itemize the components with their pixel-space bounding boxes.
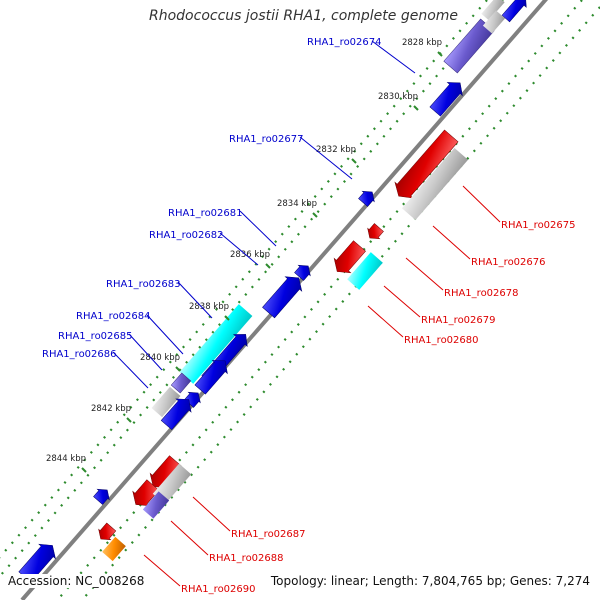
gene-label-left[interactable]: RHA1_ro02684	[76, 311, 151, 322]
feature-ro02683[interactable]	[179, 304, 253, 384]
feature-ro02688[interactable]	[142, 491, 170, 519]
gene-label-right[interactable]: RHA1_ro02688	[209, 553, 284, 564]
scale-ticks: 2828 kbp 2830 kbp 2832 kbp 2834 kbp 2836 kbp…	[46, 38, 443, 473]
feature-lower-2846-red[interactable]	[95, 522, 118, 545]
scale-tick-label: 2842 kbp	[91, 404, 131, 414]
scale-tick-label: 2836 kbp	[230, 250, 270, 260]
topology-summary: Topology: linear; Length: 7,804,765 bp; …	[270, 574, 590, 588]
gene-label-left[interactable]: RHA1_ro02677	[229, 134, 304, 145]
scale-tick-mark	[224, 315, 230, 321]
gene-label-right[interactable]: RHA1_ro02690	[181, 584, 256, 595]
feature-ro02678-small[interactable]	[364, 222, 385, 243]
leader-line-right	[462, 185, 501, 223]
gene-label-left[interactable]: RHA1_ro02674	[307, 37, 382, 48]
feature-lower-2844-red-b[interactable]	[128, 478, 162, 512]
feature-upper-top-blue[interactable]	[500, 0, 532, 24]
inner-dotted-track-left	[0, 0, 504, 577]
leader-line-left	[239, 210, 277, 247]
feature-ro02686[interactable]	[151, 386, 181, 418]
gene-label-right[interactable]: RHA1_ro02676	[471, 257, 546, 268]
leader-line-left	[146, 314, 184, 355]
scale-tick-label: 2844 kbp	[46, 454, 86, 464]
leader-line-left	[112, 351, 149, 389]
scale-tick-mark	[437, 51, 443, 57]
scale-tick-label: 2828 kbp	[402, 38, 442, 48]
scale-tick-mark	[175, 366, 181, 372]
scale-tick-label: 2838 kbp	[189, 302, 229, 312]
feature-ro02680[interactable]	[347, 252, 383, 290]
feature-upper-2830-blue[interactable]	[428, 76, 468, 118]
leader-line-right	[383, 285, 421, 318]
feature-ro02678[interactable]	[329, 239, 368, 279]
gene-label-right[interactable]: RHA1_ro02675	[501, 220, 576, 231]
gene-label-left[interactable]: RHA1_ro02683	[106, 279, 181, 290]
leader-line-right	[170, 520, 209, 556]
leader-line-right	[367, 305, 404, 338]
feature-upper-2840-blue[interactable]	[193, 354, 233, 396]
left-leader-lines: RHA1_ro02674RHA1_ro02677RHA1_ro02681RHA1…	[42, 37, 416, 389]
scale-tick-mark	[265, 263, 271, 269]
gene-label-left[interactable]: RHA1_ro02685	[58, 331, 133, 342]
scale-tick-mark	[81, 467, 87, 473]
leader-line-left	[128, 333, 163, 371]
scale-tick-label: 2840 kbp	[140, 353, 180, 363]
feature-lower-top-gray[interactable]	[482, 10, 506, 34]
leader-line-left	[371, 40, 416, 74]
outer-dotted-track-left	[0, 0, 488, 559]
scale-tick-label: 2832 kbp	[316, 145, 356, 155]
feature-ro02676[interactable]	[401, 147, 469, 221]
leader-line-left	[219, 232, 259, 266]
leader-line-right	[192, 496, 231, 532]
feature-upper-2840-small[interactable]	[183, 388, 204, 409]
feature-upper-2844-small[interactable]	[92, 485, 113, 506]
feature-ro02690[interactable]	[102, 536, 126, 562]
leader-line-right	[143, 554, 181, 587]
feature-upper-2842-blue[interactable]	[159, 393, 196, 432]
scale-tick-label: 2834 kbp	[277, 199, 317, 209]
feature-ro02685[interactable]	[170, 372, 192, 394]
feature-ro02687[interactable]	[152, 463, 192, 505]
map-title-text: Rhodococcus jostii RHA1, complete genome	[149, 8, 459, 24]
gene-label-right[interactable]: RHA1_ro02680	[404, 335, 479, 346]
right-leader-lines: RHA1_ro02675RHA1_ro02676RHA1_ro02678RHA1…	[143, 185, 576, 595]
scale-tick-label: 2830 kbp	[378, 92, 418, 102]
scale-tick-mark	[126, 417, 132, 423]
leader-line-right	[432, 225, 471, 260]
feature-ro02681[interactable]	[293, 261, 314, 282]
gene-label-right[interactable]: RHA1_ro02687	[231, 529, 306, 540]
leader-line-left	[177, 281, 213, 319]
gene-label-left[interactable]: RHA1_ro02681	[168, 208, 243, 219]
leader-line-left	[299, 136, 353, 180]
feature-upper-top-gray[interactable]	[481, 0, 505, 21]
accession-info: Accession: NC_008268	[8, 574, 145, 588]
scale-tick-mark	[312, 212, 318, 218]
feature-ro02675[interactable]	[390, 128, 461, 204]
gene-label-left[interactable]: RHA1_ro02686	[42, 349, 117, 360]
gene-label-left[interactable]: RHA1_ro02682	[149, 230, 224, 241]
feature-ro02677[interactable]	[357, 187, 378, 208]
scale-tick-mark	[351, 158, 357, 164]
feature-ro02682[interactable]	[260, 271, 307, 320]
gene-label-right[interactable]: RHA1_ro02679	[421, 315, 496, 326]
leader-line-right	[405, 257, 444, 291]
scale-tick-mark	[413, 105, 419, 111]
outer-dotted-track-right	[82, 6, 600, 600]
gene-label-right[interactable]: RHA1_ro02678	[444, 288, 519, 299]
